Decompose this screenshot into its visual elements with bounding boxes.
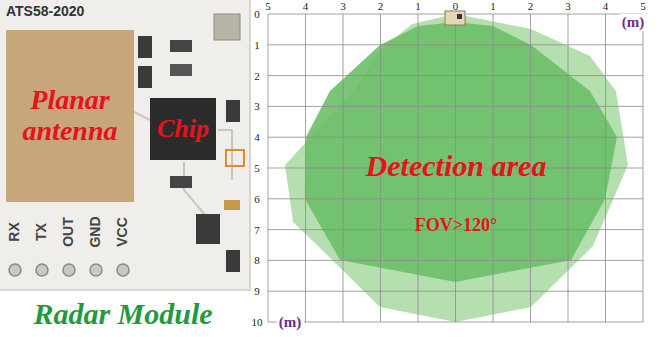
module-caption: Radar Module: [33, 297, 212, 330]
axis-tick: 1: [490, 0, 496, 12]
axis-tick: 2: [378, 0, 384, 12]
axis-tick: 0: [254, 8, 260, 20]
pin-name: TX: [34, 223, 49, 241]
axis-tick: 3: [254, 100, 260, 112]
axis-tick: 1: [254, 39, 260, 51]
pin-name: GND: [88, 216, 103, 247]
axis-tick: 4: [254, 131, 260, 143]
axis-tick: 5: [640, 0, 646, 12]
axis-tick: 3: [340, 0, 346, 12]
axis-tick: 8: [254, 254, 260, 266]
axis-tick: 2: [254, 70, 260, 82]
pcb-board: [0, 0, 250, 290]
node-label: Chip: [157, 115, 209, 144]
pin-name: RX: [7, 222, 22, 241]
axis-tick: 6: [254, 193, 260, 205]
node-label: Planar antenna: [10, 85, 130, 147]
axis-tick: 10: [252, 316, 263, 328]
axis-tick: 4: [603, 0, 609, 12]
axis-unit: (m): [620, 14, 647, 31]
axis-tick: 7: [254, 224, 260, 236]
axis-tick: 5: [254, 162, 260, 174]
axis-tick: 5: [265, 0, 271, 12]
detection-inner: [305, 22, 617, 282]
axis-tick: 3: [565, 0, 571, 12]
pin-name: OUT: [61, 217, 76, 247]
chip: Chip: [150, 98, 216, 160]
axis-tick: 0: [453, 0, 459, 12]
pin-name: VCC: [115, 217, 130, 247]
grid: [268, 14, 643, 322]
node-label: Detection area: [366, 149, 547, 182]
axis-tick: 4: [303, 0, 309, 12]
antenna-patch: Planar antenna: [6, 30, 134, 202]
node-label: ATS58-2020: [6, 4, 244, 19]
detection-area: Detection areaFOV>120°: [325, 112, 587, 272]
axis-tick: 2: [528, 0, 534, 12]
fov-text: FOV>120°: [415, 216, 497, 236]
axis-tick: 9: [254, 285, 260, 297]
axis-tick: 1: [415, 0, 421, 12]
axis-unit: (m): [277, 314, 304, 331]
